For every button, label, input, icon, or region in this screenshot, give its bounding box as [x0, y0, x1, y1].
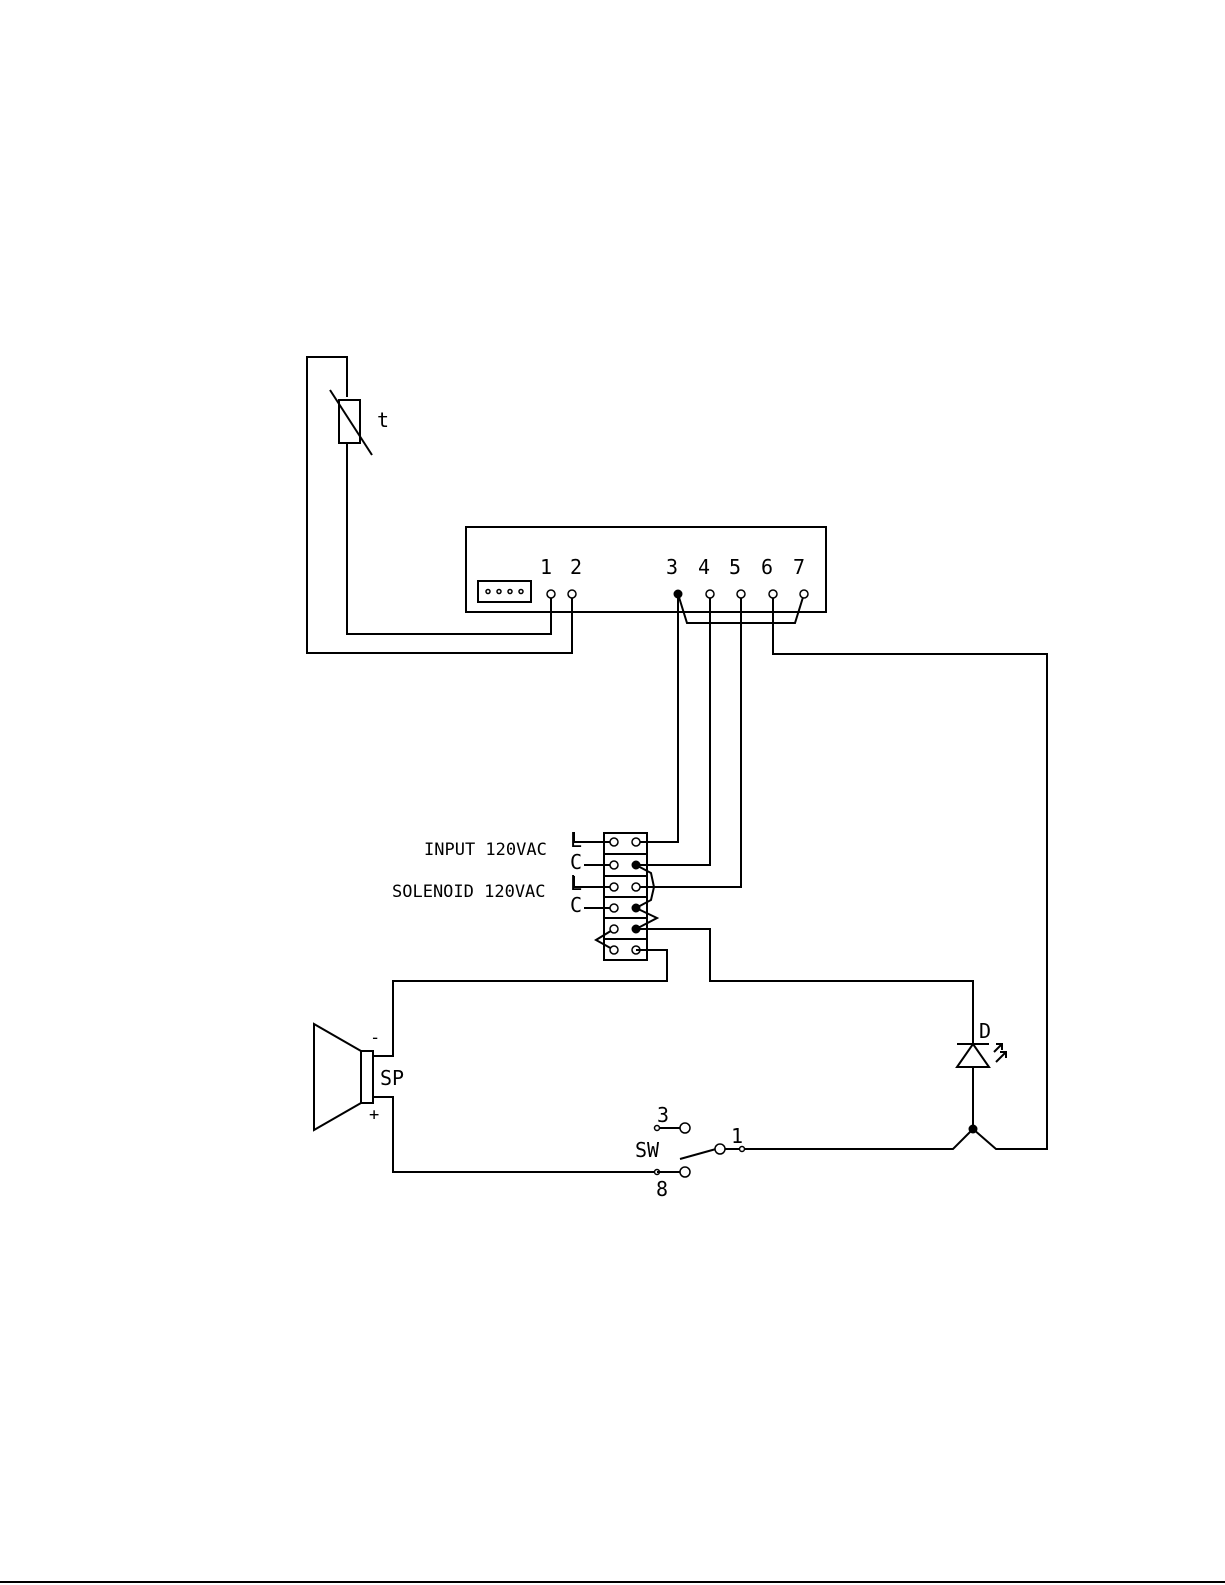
- controller-terminal-1: [547, 590, 555, 598]
- controller-terminal-label: 5: [729, 555, 741, 579]
- wire-t3-to-block-input-l: [636, 594, 678, 842]
- block-pin: [610, 946, 618, 954]
- block-pin: [632, 838, 640, 846]
- controller-terminal-label: 6: [761, 555, 773, 579]
- controller-terminal-label: 2: [570, 555, 582, 579]
- switch-common-contact: [715, 1144, 725, 1154]
- controller-terminal-label: 3: [666, 555, 678, 579]
- wire-junction-to-switch: [742, 1129, 973, 1149]
- block-pin: [632, 861, 640, 869]
- block-pin: [610, 838, 618, 846]
- block-pin: [610, 904, 618, 912]
- block-pin: [610, 861, 618, 869]
- led-arrow: [994, 1044, 1002, 1052]
- speaker-label: SP: [380, 1066, 404, 1090]
- terminal-block: INPUT 120VAC SOLENOID 120VAC L C L C: [392, 828, 657, 960]
- controller-terminal-5: [737, 590, 745, 598]
- controller-terminal-4: [706, 590, 714, 598]
- led-arrow: [996, 1052, 1006, 1062]
- thermistor-circuit: t: [307, 357, 572, 653]
- solenoid-pin-l-label: L: [570, 871, 582, 895]
- controller-terminal-label: 1: [540, 555, 552, 579]
- controller-terminal-2: [568, 590, 576, 598]
- wire-t4-to-block-input-c: [636, 594, 710, 865]
- led-diode: D: [957, 1019, 1006, 1129]
- wire-t5-to-block-solenoid-l: [636, 594, 741, 887]
- speaker-cone: [314, 1024, 361, 1130]
- controller-terminal-label: 4: [698, 555, 710, 579]
- connector-pin: [508, 590, 512, 594]
- solenoid-voltage-label: SOLENOID 120VAC: [392, 882, 546, 902]
- led-label: D: [979, 1019, 991, 1043]
- wire-block-to-led: [636, 929, 973, 1044]
- switch-pos8-label: 8: [656, 1177, 668, 1201]
- connector-pin: [486, 590, 490, 594]
- wire-t6-to-junction: [773, 594, 1047, 1149]
- switch-lever: [680, 1149, 716, 1159]
- input-pin-l-label: L: [570, 828, 582, 852]
- wire-speaker-plus-to-switch: [373, 1097, 657, 1172]
- controller-unit: 1 2 3 4 5 6 7: [466, 527, 1047, 1149]
- speaker-minus-label: -: [370, 1028, 380, 1048]
- block-pin: [610, 925, 618, 933]
- input-voltage-label: INPUT 120VAC: [424, 840, 547, 860]
- switch-label: SW: [635, 1138, 660, 1162]
- speaker-magnet: [361, 1051, 373, 1103]
- controller-terminal-label: 7: [793, 555, 805, 579]
- switch: SW 3 8 1: [635, 1103, 745, 1201]
- block-pin: [610, 883, 618, 891]
- thermistor-inner-wire: [347, 443, 551, 634]
- solenoid-pin-c-label: C: [570, 893, 582, 917]
- connector-pin: [497, 590, 501, 594]
- block-pin: [632, 904, 640, 912]
- controller-terminal-6: [769, 590, 777, 598]
- controller-terminal-3: [674, 590, 682, 598]
- controller-terminal-7: [800, 590, 808, 598]
- thermistor-label: t: [377, 408, 389, 432]
- wire-block-to-speaker-minus: [373, 950, 667, 1056]
- speaker-plus-label: +: [369, 1105, 379, 1125]
- block-pin: [632, 883, 640, 891]
- connector-pin: [519, 590, 523, 594]
- switch-pos3-label: 3: [657, 1103, 669, 1127]
- junction-dot: [969, 1125, 977, 1133]
- switch-pos8-contact: [680, 1167, 690, 1177]
- switch-pos1-label: 1: [731, 1124, 743, 1148]
- speaker: SP - +: [314, 1024, 657, 1172]
- led-triangle: [957, 1044, 989, 1067]
- switch-pos3-contact: [680, 1123, 690, 1133]
